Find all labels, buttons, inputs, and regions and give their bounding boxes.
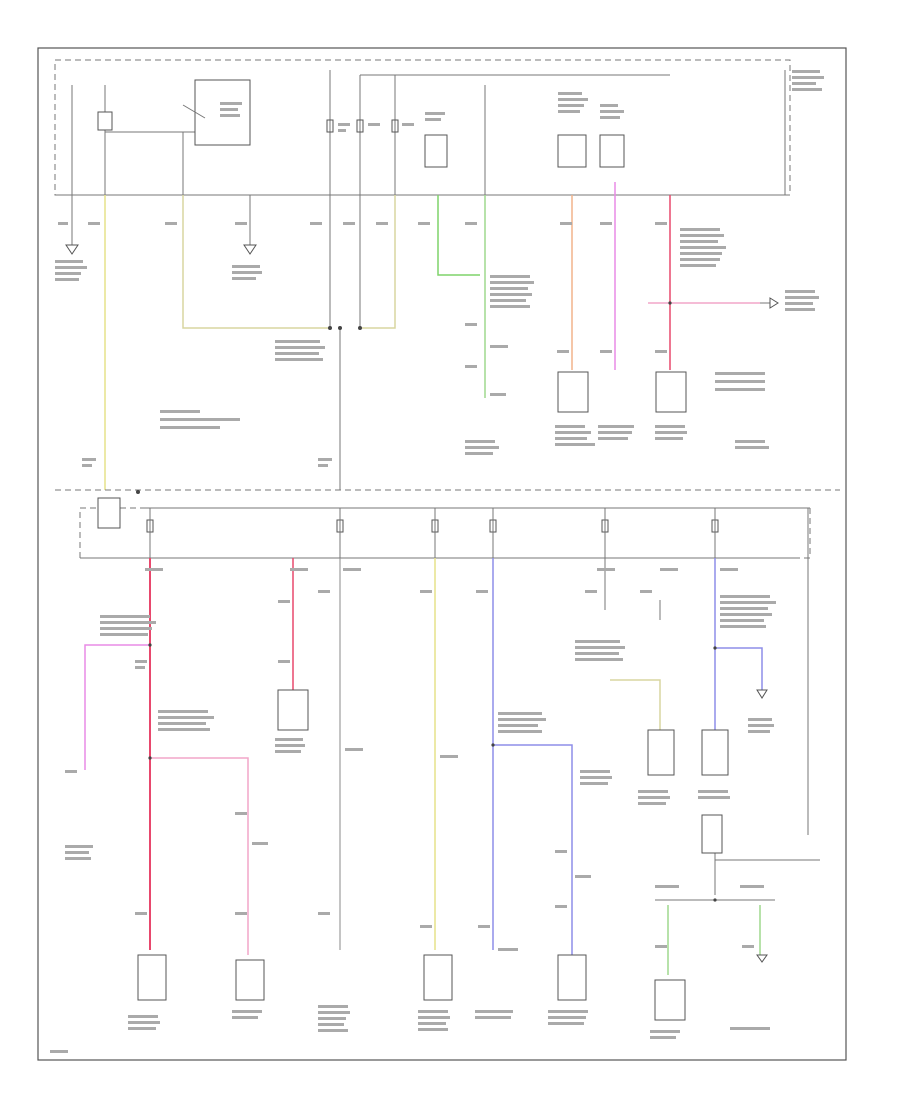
ground-symbols-top — [65, 195, 257, 255]
lower-labels — [50, 568, 776, 1053]
wire-pink-left — [84, 644, 150, 770]
wire-olive-small — [610, 679, 661, 730]
upper-components — [557, 297, 779, 413]
upper-fuse-box — [54, 59, 791, 196]
wire-olive-right — [360, 195, 396, 329]
lower-components — [137, 689, 768, 1021]
wire-pink-right — [150, 757, 249, 955]
diagram-border — [37, 47, 847, 1061]
wire-blue-right-branch — [715, 647, 763, 690]
upper-labels — [220, 70, 824, 132]
wire-blue-branch — [493, 744, 573, 955]
lower-fuse-box — [79, 497, 811, 835]
wire-green-a — [437, 195, 480, 276]
upper-wire-labels — [55, 222, 819, 467]
junction-dots — [136, 301, 717, 902]
wire-olive-loop — [182, 195, 330, 329]
